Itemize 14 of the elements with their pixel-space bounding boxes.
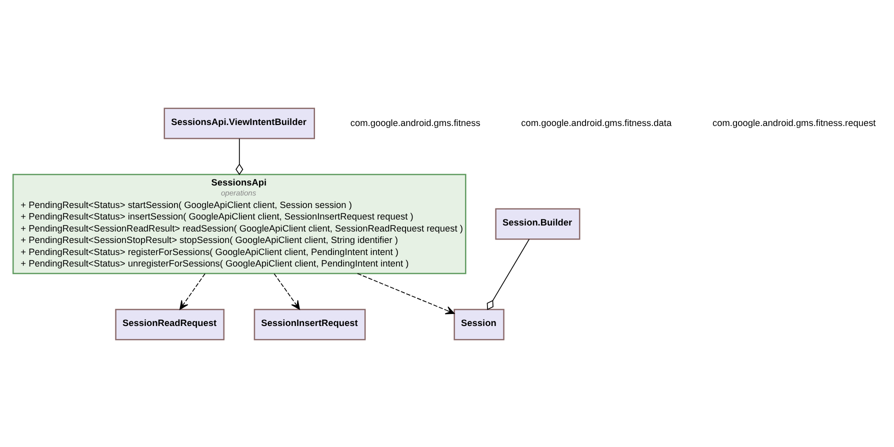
node-box: SessionsApi operations + PendingResult<Status> startSession( GoogleApiClient client, Session session ) + PendingResult<Status> insertSession( GoogleApiClient client, SessionInsertRequest request ) + PendingResult<SessionReadResult> readSession( GoogleApiClient client, SessionReadRequest request ) + PendingResult<SessionStopResult> stopSession( GoogleApiClient client, String identifier ) + PendingResult<Status> registerForSessions( GoogleApiClient client, PendingIntent intent ) + PendingResult<Status> unregisterForSessions( GoogleApiClient client, PendingIntent intent )	[12, 173, 466, 274]
label: com.google.android.gms.fitness.request	[712, 117, 876, 128]
arrow	[357, 272, 455, 314]
node-box: Session.Builder	[495, 208, 580, 240]
node-box: Session	[454, 308, 504, 340]
label: com.google.android.gms.fitness.data	[521, 117, 672, 128]
arrow	[274, 272, 300, 310]
connector	[486, 238, 530, 310]
label: com.google.android.gms.fitness	[350, 117, 480, 128]
connector	[236, 138, 244, 175]
node-box: SessionInsertRequest	[254, 308, 366, 340]
node-box: SessionReadRequest	[115, 308, 224, 340]
node-box: SessionsApi.ViewIntentBuilder	[164, 107, 315, 139]
arrow	[180, 272, 206, 310]
